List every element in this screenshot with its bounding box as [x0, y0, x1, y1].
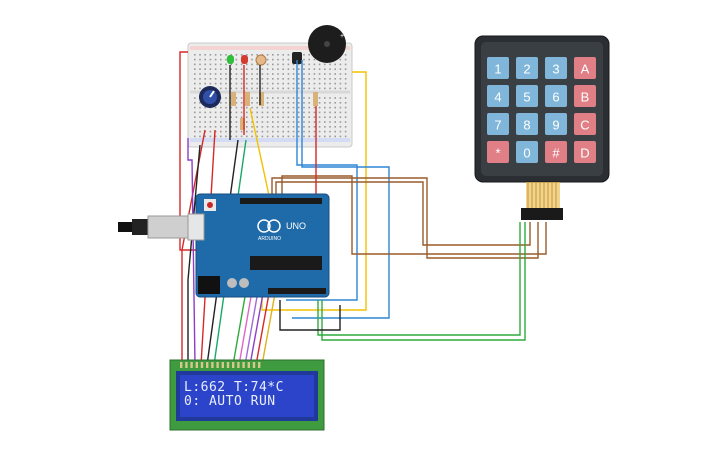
keypad-key-label: 8: [523, 118, 530, 133]
keypad-key-label: 6: [552, 90, 559, 105]
keypad-key-label: 1: [494, 62, 501, 77]
keypad-key-label: B: [581, 90, 590, 105]
keypad-key-0[interactable]: 0: [516, 141, 538, 163]
keypad-key-label: *: [495, 146, 500, 161]
photoresistor[interactable]: [255, 54, 267, 66]
keypad-key-label: 7: [494, 118, 501, 133]
led-red[interactable]: [241, 55, 248, 64]
lcd-16x2-module[interactable]: [169, 359, 325, 431]
keypad-key-A[interactable]: A: [574, 57, 596, 79]
keypad-key-3[interactable]: 3: [545, 57, 567, 79]
arduino-uno-board[interactable]: ARDUINO UNO: [195, 193, 330, 298]
keypad-key-label: C: [580, 118, 589, 133]
keypad-key-9[interactable]: 9: [545, 113, 567, 135]
keypad-key-8[interactable]: 8: [516, 113, 538, 135]
keypad-ribbon-connector: [521, 182, 563, 220]
buzzer[interactable]: +: [308, 25, 346, 63]
resistors[interactable]: [231, 92, 318, 130]
keypad-key-4[interactable]: 4: [487, 85, 509, 107]
keypad-key-label: 0: [523, 146, 530, 161]
lcd-line-1: L:662 T:74*C: [184, 380, 284, 395]
keypad-key-label: 5: [523, 90, 530, 105]
keypad-key-label: 9: [552, 118, 559, 133]
keypad-key-label: A: [581, 62, 590, 77]
keypad-key-label: 3: [552, 62, 559, 77]
keypad-4x4[interactable]: 1 2 3 A 4 5 6 B 7 8 9 C * 0 # D: [474, 35, 610, 220]
keypad-key-B[interactable]: B: [574, 85, 596, 107]
keypad-key-label: 4: [494, 90, 501, 105]
keypad-key-star[interactable]: *: [487, 141, 509, 163]
arduino-model-text: UNO: [286, 221, 306, 231]
keypad-key-7[interactable]: 7: [487, 113, 509, 135]
keypad-key-label: D: [580, 146, 589, 161]
svg-text:+: +: [340, 33, 344, 40]
usb-cable[interactable]: [118, 213, 205, 241]
lcd-line-2: 0: AUTO RUN: [184, 394, 276, 409]
keypad-key-D[interactable]: D: [574, 141, 596, 163]
keypad-key-5[interactable]: 5: [516, 85, 538, 107]
arduino-brand-text: ARDUINO: [258, 236, 281, 242]
keypad-key-C[interactable]: C: [574, 113, 596, 135]
keypad-key-6[interactable]: 6: [545, 85, 567, 107]
keypad-key-label: #: [552, 146, 560, 161]
potentiometer[interactable]: [199, 86, 221, 108]
keypad-key-1[interactable]: 1: [487, 57, 509, 79]
led-green[interactable]: [227, 55, 234, 64]
temperature-sensor[interactable]: [292, 52, 302, 64]
keypad-key-label: 2: [523, 62, 530, 77]
keypad-key-2[interactable]: 2: [516, 57, 538, 79]
keypad-key-hash[interactable]: #: [545, 141, 567, 163]
